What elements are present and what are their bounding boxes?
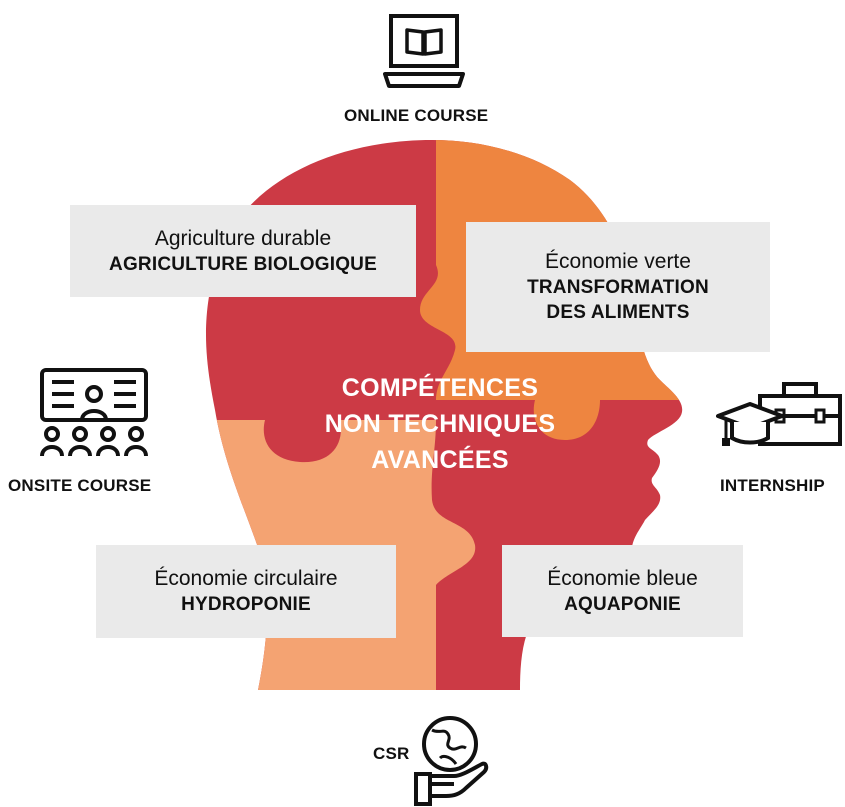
box-economie-circulaire-category: Économie circulaire: [154, 567, 338, 590]
center-title: COMPÉTENCES NON TECHNIQUES AVANCÉES: [290, 370, 590, 478]
box-agriculture-durable-category: Agriculture durable: [154, 226, 332, 250]
internship-label: INTERNSHIP: [720, 476, 825, 495]
box-economie-circulaire-title: HYDROPONIE: [181, 594, 311, 615]
laptop-book-icon: [383, 14, 465, 88]
center-title-line-2: NON TECHNIQUES: [324, 410, 556, 438]
box-economie-circulaire: Économie circulaire HYDROPONIE: [96, 545, 396, 638]
box-economie-verte: Économie verte TRANSFORMATION DES ALIMEN…: [466, 222, 770, 352]
classroom-icon: [40, 368, 148, 457]
box-agriculture-durable: Agriculture durable AGRICULTURE BIOLOGIQ…: [70, 205, 416, 297]
box-economie-verte-title-2: DES ALIMENTS: [546, 302, 690, 323]
box-agriculture-durable-title: AGRICULTURE BIOLOGIQUE: [109, 253, 377, 275]
center-title-line-3: AVANCÉES: [371, 446, 509, 474]
online-course-label: ONLINE COURSE: [344, 106, 489, 125]
box-economie-verte-title-1: TRANSFORMATION: [527, 277, 709, 298]
box-economie-bleue-category: Économie bleue: [547, 566, 698, 590]
center-title-line-1: COMPÉTENCES: [341, 374, 539, 402]
globe-hand-icon: [414, 716, 489, 806]
box-economie-bleue-title: AQUAPONIE: [564, 593, 681, 615]
csr-label: CSR: [373, 744, 410, 763]
box-economie-bleue: Économie bleue AQUAPONIE: [502, 545, 743, 637]
onsite-course-label: ONSITE COURSE: [8, 476, 152, 495]
box-economie-verte-category: Économie verte: [545, 250, 691, 273]
graduation-briefcase-icon: [716, 382, 842, 446]
